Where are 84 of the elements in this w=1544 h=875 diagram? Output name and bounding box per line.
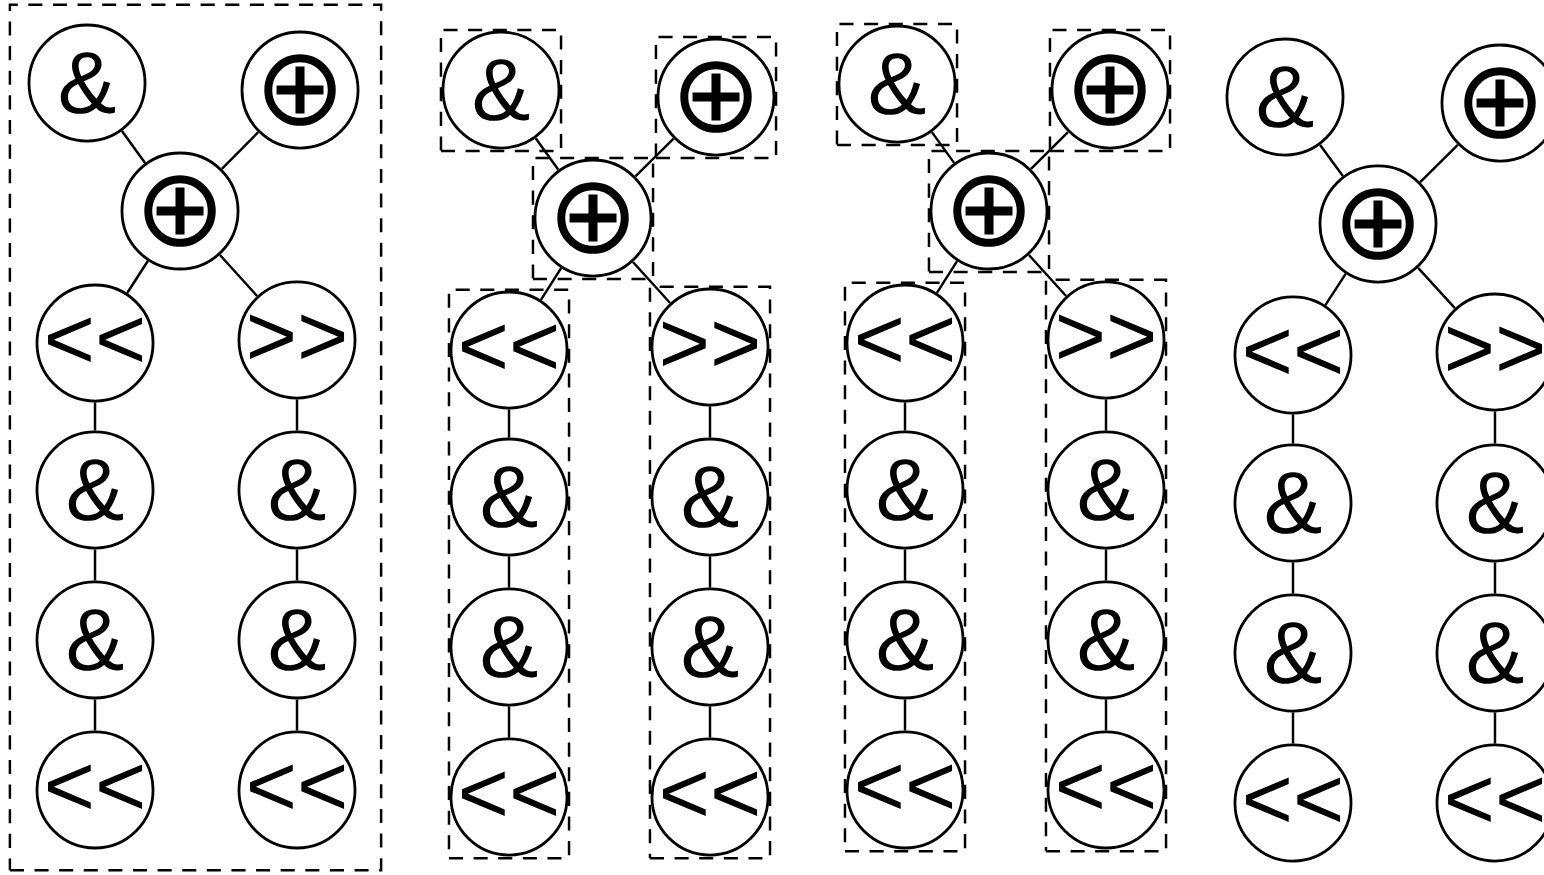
circle-node: & <box>1225 37 1345 157</box>
circle-node: ⊕ <box>1318 164 1438 284</box>
circle-node: & <box>1233 593 1353 713</box>
connector-line <box>1030 131 1069 170</box>
connector-line <box>1028 254 1067 297</box>
connector-line <box>903 549 907 581</box>
connector-line <box>1493 712 1497 744</box>
circle-node: ⊕ <box>929 151 1049 271</box>
connector-line <box>93 699 97 731</box>
connector-line <box>1417 267 1456 309</box>
connector-line <box>632 261 671 304</box>
circle-node: & <box>35 430 155 550</box>
circle-node: << <box>449 737 569 857</box>
circle-node: & <box>449 587 569 707</box>
connector-line <box>534 137 560 171</box>
dashed-frame <box>648 285 772 860</box>
circle-node: >> <box>237 280 357 400</box>
connector-line <box>1419 144 1459 184</box>
connector-line <box>1493 562 1497 594</box>
circle-node: & <box>27 23 147 143</box>
connector-line <box>1104 699 1108 731</box>
connector-line <box>295 699 299 731</box>
connector-line <box>93 402 97 431</box>
circle-node: << <box>845 283 965 403</box>
circle-node: & <box>35 580 155 700</box>
connector-line <box>935 260 959 294</box>
connector-line <box>1493 411 1497 444</box>
circle-node: & <box>237 580 357 700</box>
connector-line <box>126 260 149 294</box>
connector-line <box>1104 399 1108 431</box>
dashed-frame <box>8 3 383 872</box>
circle-node: << <box>650 737 770 857</box>
circle-node: & <box>1233 443 1353 563</box>
connector-line <box>539 267 563 301</box>
circle-node: << <box>449 290 569 410</box>
connector-line <box>295 399 299 431</box>
circle-node: << <box>237 730 357 850</box>
circle-node: << <box>1046 730 1166 850</box>
circle-node: & <box>650 587 770 707</box>
connector-line <box>507 706 511 738</box>
connector-line <box>708 556 712 588</box>
connector-line <box>903 402 907 431</box>
circle-node: << <box>845 730 965 850</box>
connector-line <box>295 549 299 581</box>
connector-line <box>1104 549 1108 581</box>
circle-node: ⊕ <box>656 37 776 157</box>
connector-line <box>120 130 147 164</box>
circle-node: & <box>441 30 561 150</box>
dashed-frame <box>1044 278 1168 853</box>
circle-node: & <box>845 430 965 550</box>
connector-line <box>1324 273 1347 306</box>
connector-line <box>507 556 511 588</box>
circle-node: & <box>837 24 957 144</box>
circle-node: ⊕ <box>120 151 240 271</box>
circle-node: >> <box>1046 280 1166 400</box>
circle-node: & <box>650 437 770 557</box>
connector-line <box>903 699 907 731</box>
circle-node: ⊕ <box>533 158 653 278</box>
connector-line <box>93 549 97 581</box>
circle-node: << <box>1233 295 1353 415</box>
connector-line <box>1291 562 1295 594</box>
circle-node: & <box>1046 430 1166 550</box>
circle-node: << <box>35 283 155 403</box>
connector-line <box>1291 712 1295 744</box>
connector-line <box>507 409 511 438</box>
connector-line <box>221 131 260 170</box>
circle-node: ⊕ <box>240 30 360 150</box>
dashed-frame <box>447 288 571 860</box>
circle-node: ⊕ <box>1050 30 1170 150</box>
circle-node: & <box>845 580 965 700</box>
circle-node: & <box>449 437 569 557</box>
connector-line <box>1291 414 1295 444</box>
connector-line <box>219 254 258 297</box>
circle-node: << <box>35 730 155 850</box>
connector-line <box>708 406 712 438</box>
connector-line <box>1319 144 1344 177</box>
connector-line <box>634 137 675 178</box>
connector-line <box>930 131 956 164</box>
connector-line <box>708 706 712 738</box>
circle-node: << <box>1233 743 1353 863</box>
circle-node: & <box>1046 580 1166 700</box>
dashed-frame <box>843 281 967 853</box>
circle-node: & <box>237 430 357 550</box>
circle-node: >> <box>650 287 770 407</box>
